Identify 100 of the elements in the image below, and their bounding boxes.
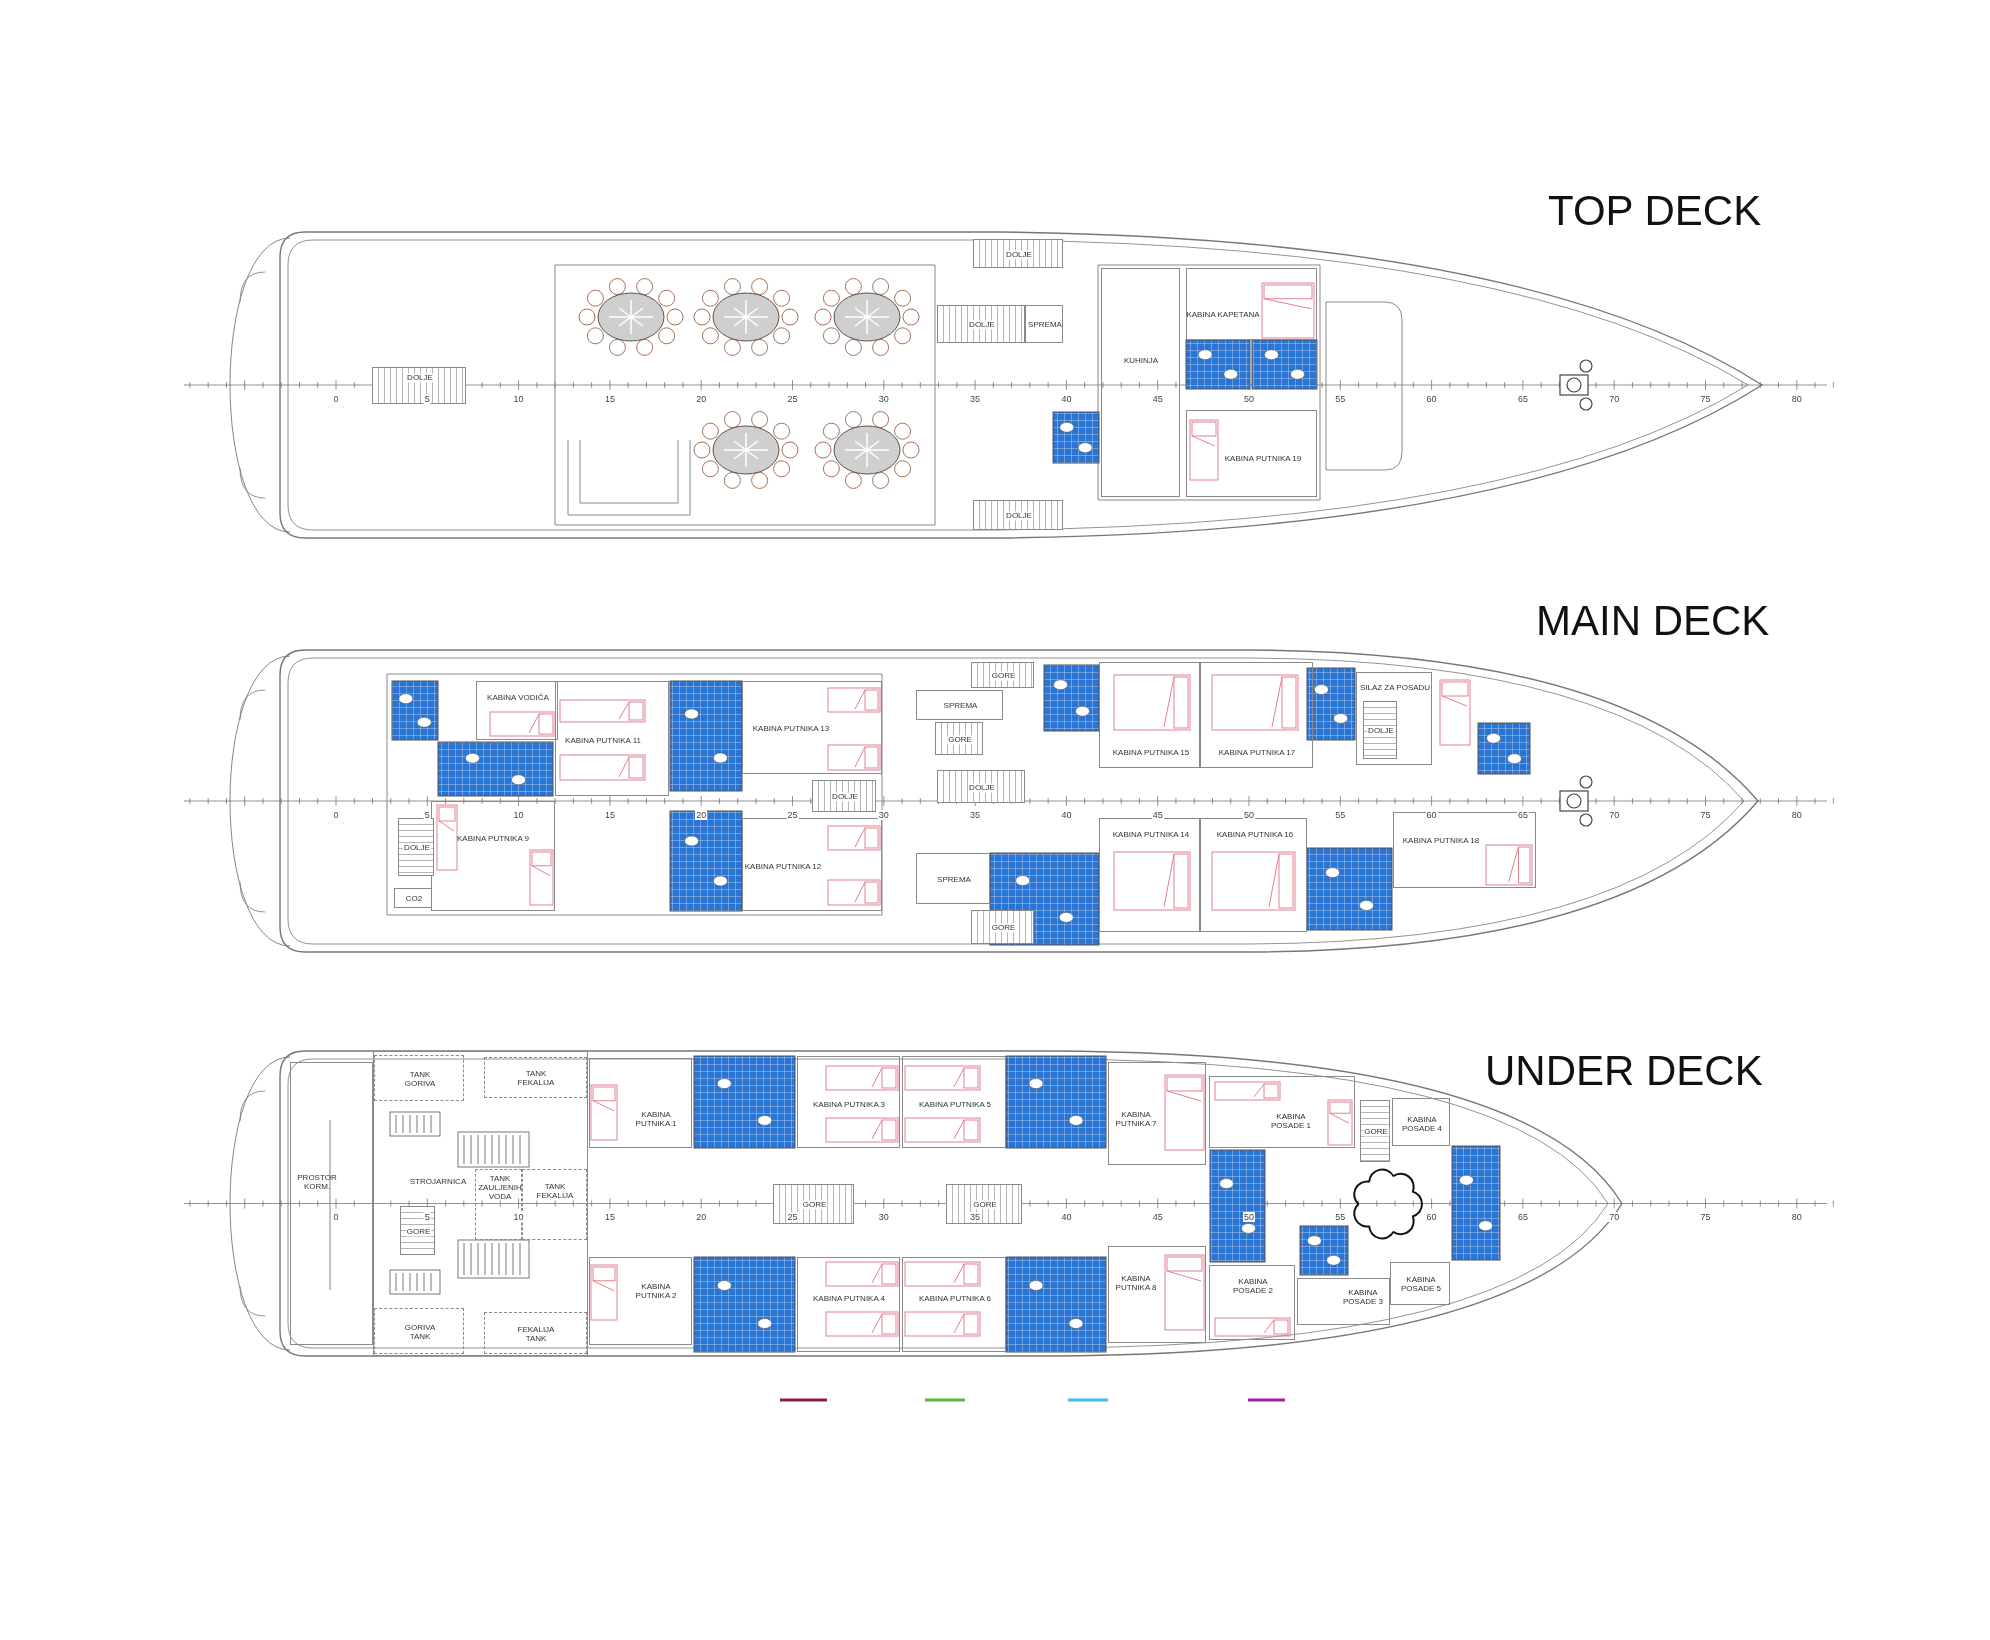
room-outline (1025, 305, 1063, 343)
staircase (973, 239, 1063, 268)
room-label: SPREMA (1028, 320, 1062, 330)
room-outline (476, 681, 558, 740)
frame-number: 80 (1790, 1212, 1803, 1222)
frame-number: 40 (1060, 1212, 1073, 1222)
stair-label: GORE (1363, 1127, 1389, 1137)
room-label: KABINA PUTNIKA 1 (634, 1109, 678, 1129)
room-label: KABINA PUTNIKA 4 (813, 1294, 885, 1304)
room-label: KABINA POSADE 5 (1400, 1274, 1442, 1294)
frame-number: 0 (332, 810, 340, 820)
frame-number: 20 (695, 394, 708, 404)
room-label: KABINA VODIČA (487, 693, 549, 703)
frame-number: 25 (786, 394, 799, 404)
room-label: KABINA PUTNIKA 19 (1224, 454, 1302, 464)
room-label: KABINA PUTNIKA 14 (1112, 830, 1190, 840)
frame-number: 65 (1516, 810, 1529, 820)
room-outline (394, 888, 432, 908)
room-label: KABINA KAPETANA (1186, 310, 1260, 320)
frame-number: 75 (1699, 394, 1712, 404)
frame-number: 5 (423, 394, 431, 404)
room-label: KABINA PUTNIKA 3 (813, 1100, 885, 1110)
frame-number: 20 (695, 1212, 708, 1222)
room-outline (1393, 812, 1536, 888)
room-outline (742, 681, 882, 774)
room-label: CO2 (405, 894, 423, 904)
room-outline (1200, 818, 1307, 932)
frame-number: 50 (1243, 810, 1255, 820)
room-outline (1108, 1246, 1206, 1343)
frame-number: 55 (1334, 1212, 1347, 1222)
room-outline (555, 681, 669, 796)
stair-label: DOLJE (1005, 511, 1033, 521)
room-label: STROJARNICA (409, 1177, 467, 1187)
room-outline (1108, 1062, 1206, 1165)
room-outline (1390, 1262, 1450, 1305)
room-outline (742, 818, 882, 911)
staircase (971, 662, 1034, 688)
room-label: KABINA PUTNIKA 6 (919, 1294, 991, 1304)
staircase (773, 1184, 854, 1224)
frame-number: 80 (1790, 810, 1803, 820)
frame-number: 40 (1060, 394, 1073, 404)
room-label: KABINA POSADE 1 (1270, 1111, 1312, 1131)
frame-number: 55 (1334, 810, 1347, 820)
tank-label: FEKALIJA TANK (516, 1324, 556, 1344)
staircase (1360, 1100, 1390, 1162)
room-label: KABINA PUTNIKA 17 (1218, 748, 1296, 758)
room-outline (589, 1058, 692, 1148)
frame-number: 20 (695, 810, 708, 820)
frame-number: 10 (512, 394, 525, 404)
room-label: KABINA POSADE 2 (1232, 1276, 1274, 1296)
room-outline (589, 1257, 692, 1345)
frame-number: 10 (512, 1212, 525, 1222)
frame-number: 15 (603, 810, 616, 820)
room-outline (1186, 268, 1317, 340)
room-outline (1356, 672, 1432, 765)
tank-label: GORIVA TANK (403, 1322, 437, 1342)
room-label: SILAZ ZA POSADU (1359, 683, 1431, 693)
frame-number: 50 (1243, 1212, 1255, 1222)
room-outline (1200, 662, 1313, 768)
frame-number: 35 (969, 810, 982, 820)
room-label: KABINA PUTNIKA 2 (634, 1281, 678, 1301)
deck-title: UNDER DECK (1485, 1050, 1763, 1092)
staircase (973, 500, 1063, 530)
tank-label: TANK FEKALIJA (516, 1068, 556, 1088)
room-label: PROSTOR KORM. (296, 1172, 338, 1192)
room-label: KABINA PUTNIKA 18 (1402, 836, 1480, 846)
frame-number: 10 (512, 810, 525, 820)
stair-label: DOLJE (1367, 726, 1395, 736)
frame-number: 45 (1151, 394, 1164, 404)
room-outline (902, 1257, 1006, 1352)
frame-number: 45 (1151, 810, 1164, 820)
frame-number: 45 (1151, 1212, 1164, 1222)
deck-title: TOP DECK (1548, 190, 1762, 232)
frame-number: 5 (423, 1212, 431, 1222)
room-outline (290, 1062, 373, 1345)
frame-number: 35 (969, 1212, 982, 1222)
room-label: KABINA PUTNIKA 9 (457, 834, 529, 844)
room-label: SPREMA (943, 701, 978, 711)
staircase (398, 818, 434, 876)
room-outline (373, 1051, 588, 1356)
tank-outline (374, 1308, 464, 1354)
frame-number: 60 (1425, 394, 1438, 404)
stair-label: DOLJE (403, 843, 431, 853)
tank-outline (374, 1055, 464, 1101)
stair-label: GORE (972, 1200, 998, 1210)
frame-number: 35 (969, 394, 982, 404)
tank-label: TANK ZAULJENIH VODA (477, 1174, 523, 1202)
frame-number: 30 (877, 1212, 890, 1222)
tank-label: TANK FEKALIJA (535, 1181, 575, 1201)
frame-number: 70 (1608, 810, 1621, 820)
staircase (946, 1184, 1022, 1224)
deck-title: MAIN DECK (1536, 600, 1770, 642)
stair-label: GORE (990, 923, 1017, 933)
room-outline (1297, 1278, 1390, 1325)
room-outline (1392, 1098, 1450, 1146)
room-label: KABINA PUTNIKA 13 (752, 724, 830, 734)
staircase (971, 910, 1034, 944)
frame-number: 0 (332, 1212, 340, 1222)
room-outline (916, 853, 990, 904)
stair-label: GORE (405, 1226, 432, 1237)
